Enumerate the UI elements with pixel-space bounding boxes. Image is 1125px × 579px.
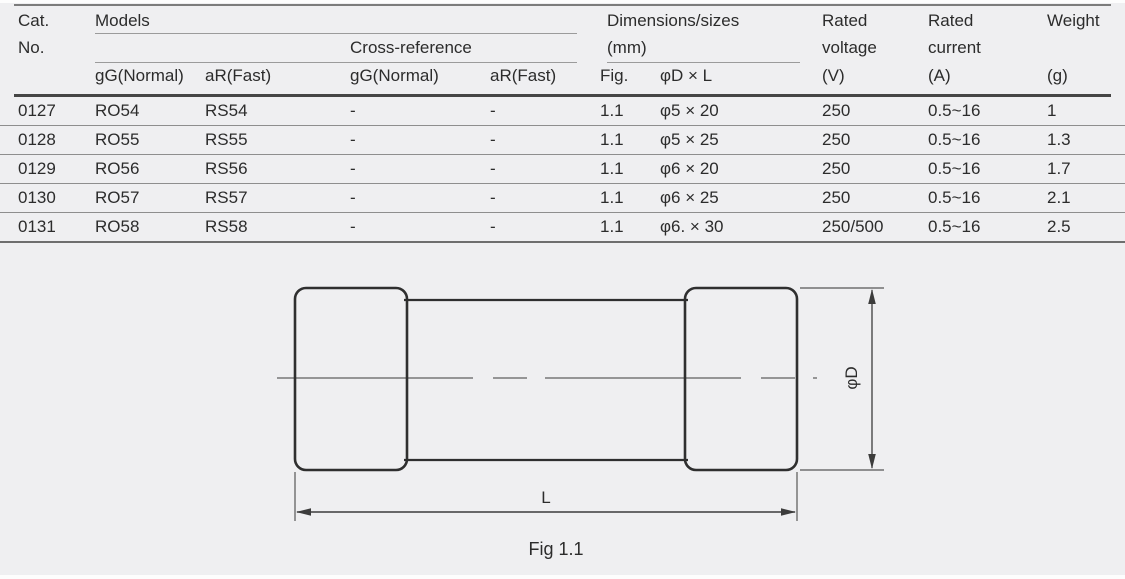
cell-cross-ar: - bbox=[490, 101, 496, 120]
cell-weight: 2.1 bbox=[1047, 188, 1071, 207]
col-header-rated-current: Rated bbox=[928, 11, 974, 30]
cell-dimensions: φ6 × 25 bbox=[660, 188, 719, 207]
cell-cross-gg: - bbox=[350, 188, 356, 207]
table-row: 0127 RO54 RS54 - - 1.1 φ5 × 20 250 0.5~1… bbox=[0, 97, 1125, 126]
cell-cross-gg: - bbox=[350, 217, 356, 236]
cell-fig: 1.1 bbox=[600, 217, 624, 236]
table-row: 0128 RO55 RS55 - - 1.1 φ5 × 25 250 0.5~1… bbox=[0, 126, 1125, 155]
cell-model-gg: RO56 bbox=[95, 159, 140, 178]
cell-weight: 1.7 bbox=[1047, 159, 1071, 178]
cell-cross-gg: - bbox=[350, 159, 356, 178]
subheader-weight-unit: (g) bbox=[1047, 66, 1068, 85]
cell-rated-voltage: 250 bbox=[822, 188, 851, 207]
col-header-current-word: current bbox=[928, 38, 981, 57]
subheader-ar-fast-models: aR(Fast) bbox=[205, 66, 272, 85]
diameter-arrow-up-icon bbox=[868, 289, 876, 304]
page-top-strip bbox=[0, 0, 1125, 3]
table-row: 0131 RO58 RS58 - - 1.1 φ6. × 30 250/500 … bbox=[0, 213, 1125, 243]
cell-rated-voltage: 250 bbox=[822, 159, 851, 178]
cell-cross-ar: - bbox=[490, 130, 496, 149]
cell-model-ar: RS58 bbox=[205, 217, 248, 236]
fuse-diagram: φD L Fig 1.1 bbox=[277, 286, 884, 559]
subheader-diameter-length: φD × L bbox=[660, 66, 713, 85]
col-header-rated-voltage: Rated bbox=[822, 11, 868, 30]
cell-cross-gg: - bbox=[350, 130, 356, 149]
col-header-cat: Cat. bbox=[18, 11, 50, 30]
cell-dimensions: φ5 × 20 bbox=[660, 101, 719, 120]
cell-fig: 1.1 bbox=[600, 130, 624, 149]
page-bottom-strip bbox=[0, 575, 1125, 579]
diameter-arrow-down-icon bbox=[868, 454, 876, 469]
subheader-current-unit: (A) bbox=[928, 66, 951, 85]
cell-model-ar: RS56 bbox=[205, 159, 248, 178]
cell-dimensions: φ6. × 30 bbox=[660, 217, 724, 236]
cell-cross-ar: - bbox=[490, 159, 496, 178]
cell-fig: 1.1 bbox=[600, 101, 624, 120]
col-header-no: No. bbox=[18, 38, 45, 57]
figure-caption: Fig 1.1 bbox=[528, 539, 583, 559]
dimensions-group-underline bbox=[607, 62, 800, 63]
length-label: L bbox=[541, 488, 550, 507]
models-group-underline bbox=[95, 33, 577, 34]
cell-weight: 1 bbox=[1047, 101, 1057, 120]
subheader-gg-normal-models: gG(Normal) bbox=[95, 66, 184, 85]
table-top-border bbox=[14, 4, 1111, 6]
col-header-models: Models bbox=[95, 11, 150, 30]
subheader-gg-normal-cross: gG(Normal) bbox=[350, 66, 439, 85]
cell-rated-voltage: 250 bbox=[822, 130, 851, 149]
cell-cross-ar: - bbox=[490, 217, 496, 236]
cell-weight: 1.3 bbox=[1047, 130, 1071, 149]
col-header-weight: Weight bbox=[1047, 11, 1100, 30]
cell-cat-no: 0128 bbox=[18, 130, 56, 149]
col-header-cross-reference: Cross-reference bbox=[350, 38, 472, 57]
cell-cat-no: 0129 bbox=[18, 159, 56, 178]
cell-model-ar: RS54 bbox=[205, 101, 248, 120]
cell-model-ar: RS55 bbox=[205, 130, 248, 149]
cell-cat-no: 0127 bbox=[18, 101, 56, 120]
cell-rated-current: 0.5~16 bbox=[928, 159, 981, 178]
cell-rated-current: 0.5~16 bbox=[928, 101, 981, 120]
cell-cross-ar: - bbox=[490, 188, 496, 207]
cell-model-gg: RO55 bbox=[95, 130, 140, 149]
cell-model-gg: RO54 bbox=[95, 101, 140, 120]
cell-model-gg: RO58 bbox=[95, 217, 140, 236]
cell-rated-current: 0.5~16 bbox=[928, 188, 981, 207]
cell-rated-current: 0.5~16 bbox=[928, 130, 981, 149]
cell-model-ar: RS57 bbox=[205, 188, 248, 207]
cell-dimensions: φ6 × 20 bbox=[660, 159, 719, 178]
cell-cat-no: 0130 bbox=[18, 188, 56, 207]
subheader-ar-fast-cross: aR(Fast) bbox=[490, 66, 557, 85]
length-arrow-left-icon bbox=[296, 508, 311, 516]
table-row: 0130 RO57 RS57 - - 1.1 φ6 × 25 250 0.5~1… bbox=[0, 184, 1125, 213]
table-body: 0127 RO54 RS54 - - 1.1 φ5 × 20 250 0.5~1… bbox=[0, 97, 1125, 243]
cell-rated-voltage: 250 bbox=[822, 101, 851, 120]
diameter-label: φD bbox=[842, 366, 861, 389]
cell-dimensions: φ5 × 25 bbox=[660, 130, 719, 149]
subheader-fig: Fig. bbox=[600, 66, 629, 85]
cell-rated-voltage: 250/500 bbox=[822, 217, 884, 236]
length-arrow-right-icon bbox=[781, 508, 796, 516]
col-header-dimensions-unit: (mm) bbox=[607, 38, 647, 57]
fuse-left-cap bbox=[293, 286, 409, 472]
cell-fig: 1.1 bbox=[600, 188, 624, 207]
cell-rated-current: 0.5~16 bbox=[928, 217, 981, 236]
table-row: 0129 RO56 RS56 - - 1.1 φ6 × 20 250 0.5~1… bbox=[0, 155, 1125, 184]
fuse-right-cap bbox=[683, 286, 799, 472]
cell-model-gg: RO57 bbox=[95, 188, 140, 207]
table-header-bottom-border bbox=[14, 94, 1111, 97]
cell-cat-no: 0131 bbox=[18, 217, 56, 236]
cell-fig: 1.1 bbox=[600, 159, 624, 178]
col-header-voltage-word: voltage bbox=[822, 38, 877, 57]
cell-weight: 2.5 bbox=[1047, 217, 1071, 236]
cell-cross-gg: - bbox=[350, 101, 356, 120]
cross-reference-group-underline bbox=[95, 62, 577, 63]
col-header-dimensions: Dimensions/sizes bbox=[607, 11, 740, 30]
subheader-voltage-unit: (V) bbox=[822, 66, 845, 85]
